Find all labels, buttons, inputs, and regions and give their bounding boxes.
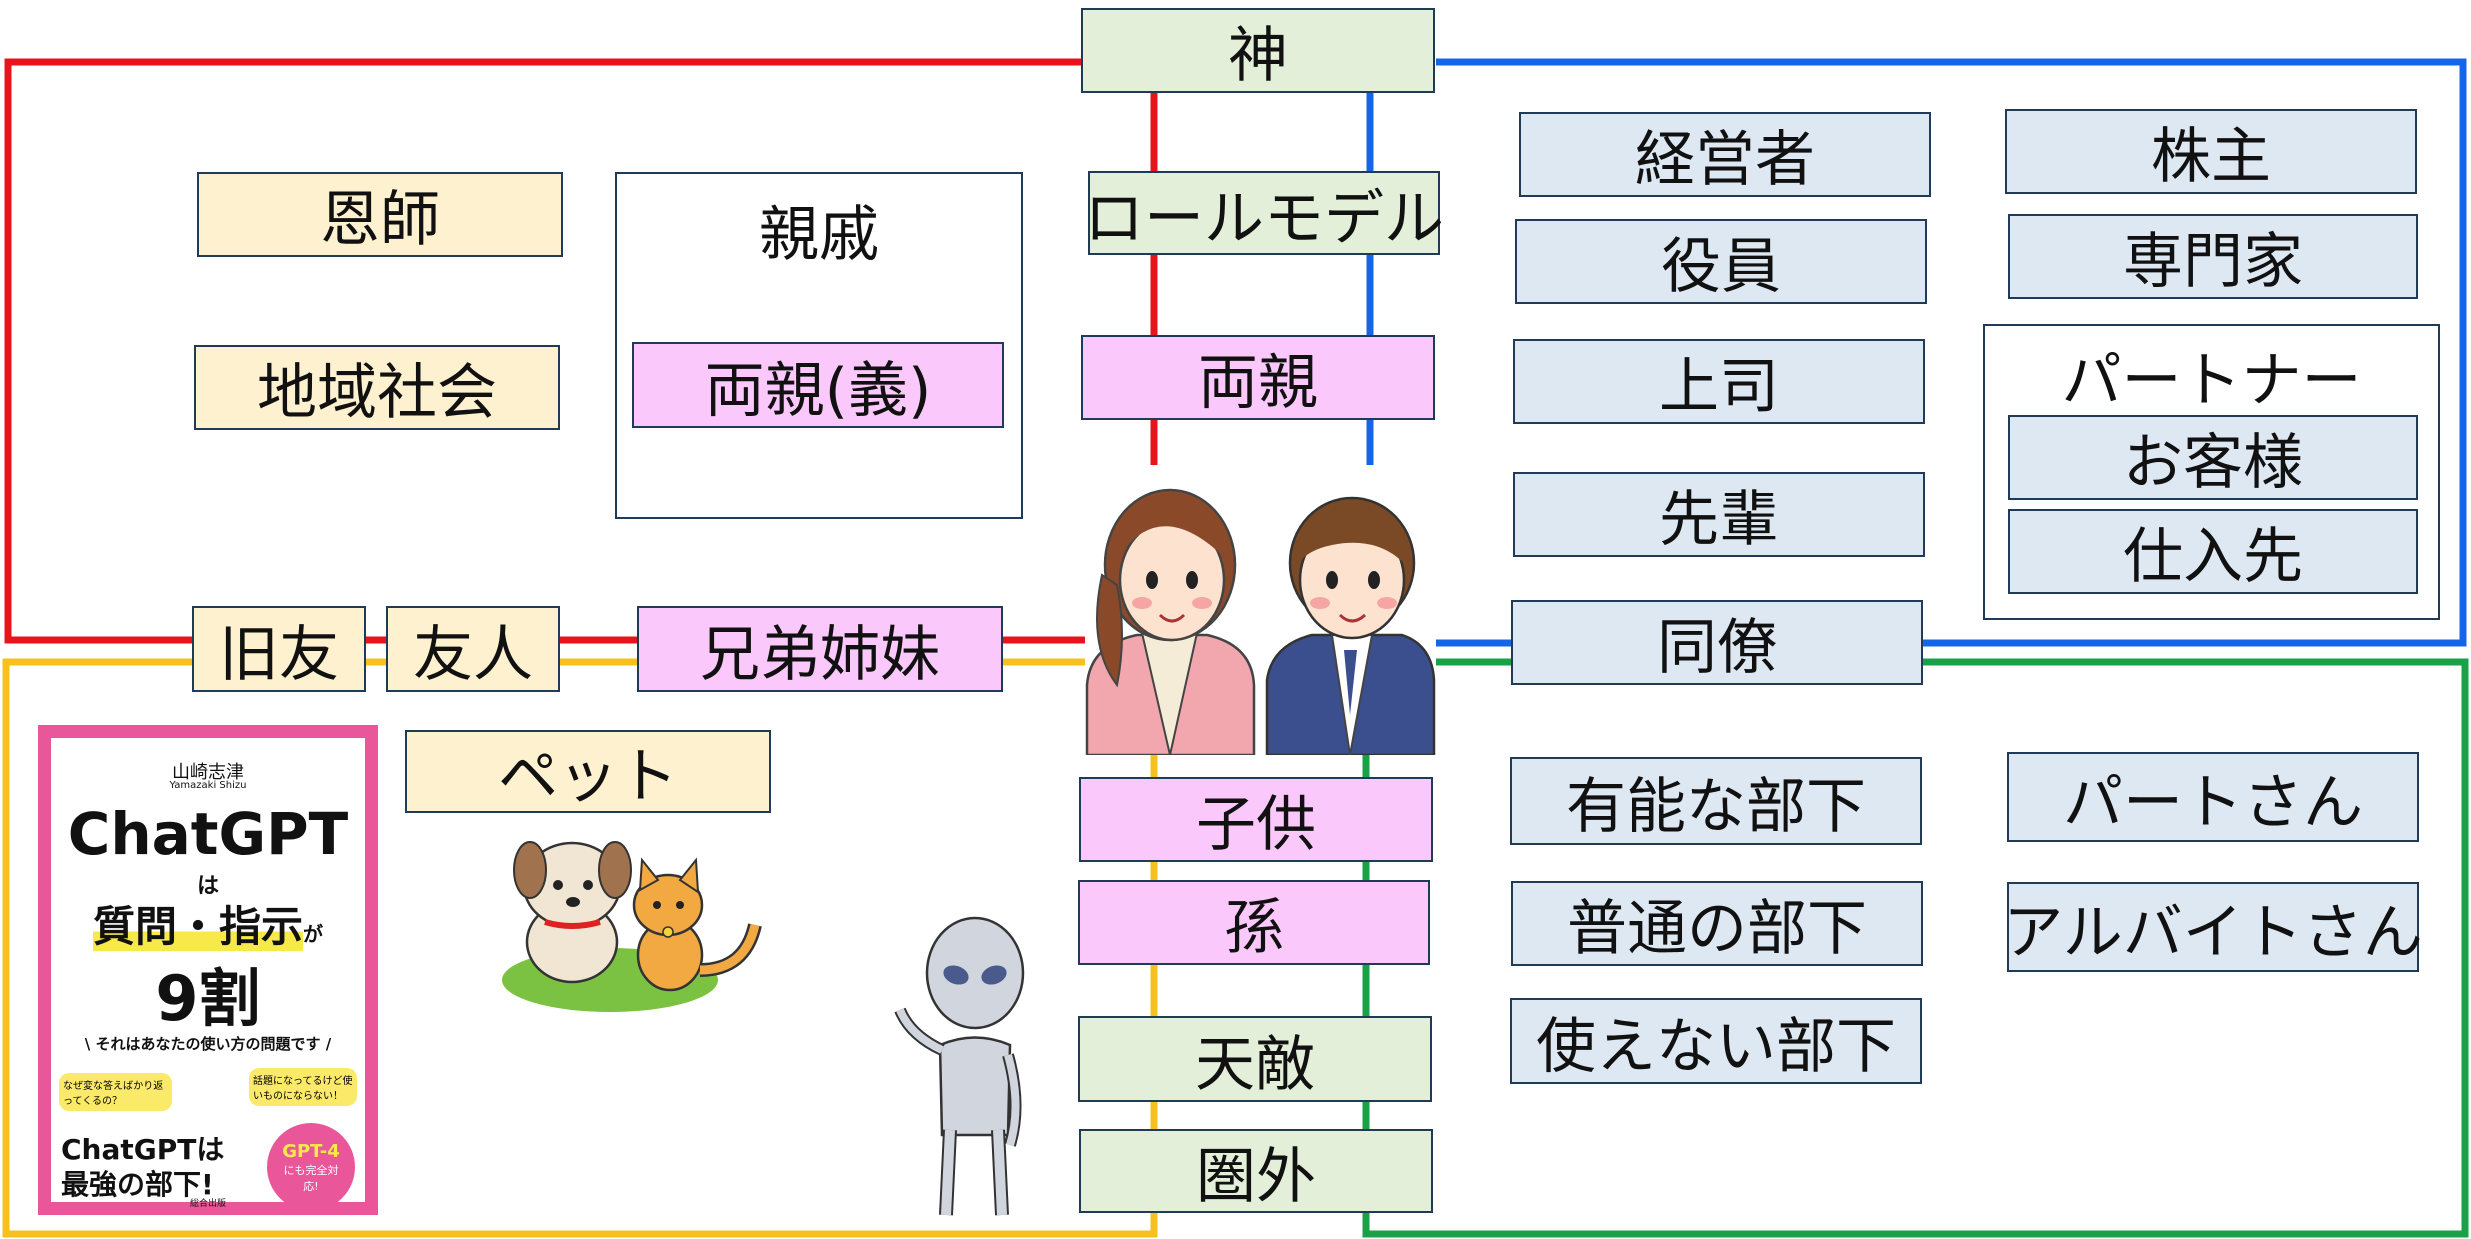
- node-capable-subordinate: 有能な部下: [1510, 757, 1922, 845]
- node-parents-label: 両親: [1198, 348, 1318, 418]
- node-grandchildren: 孫: [1078, 880, 1430, 965]
- book-cover-inner: 山崎志津 Yamazaki Shizu ChatGPT は 質問・指示が 9割 …: [51, 738, 365, 1211]
- node-normal-subordinate-label: 普通の部下: [1567, 894, 1867, 964]
- node-nemesis-label: 天敵: [1195, 1029, 1315, 1100]
- book-author: 山崎志津: [172, 762, 244, 783]
- node-god-label: 神: [1228, 21, 1288, 91]
- node-senior: 先輩: [1513, 472, 1925, 557]
- node-boss: 上司: [1513, 339, 1925, 424]
- node-supplier-label: 仕入先: [2123, 522, 2303, 592]
- node-siblings: 兄弟姉妹: [637, 606, 1003, 692]
- node-supplier: 仕入先: [2008, 509, 2418, 594]
- node-role-model-label: ロールモデル: [1084, 183, 1444, 254]
- node-customer-label: お客様: [2123, 428, 2303, 498]
- pets-illustration: [502, 841, 762, 1012]
- node-normal-subordinate: 普通の部下: [1511, 881, 1923, 966]
- book-title-line3: 9割: [155, 962, 261, 1035]
- node-out-of-range-label: 圏外: [1196, 1141, 1316, 1212]
- dog-figure: [513, 841, 632, 984]
- book-title-shitsumon: 質問・指示: [92, 902, 303, 951]
- node-boss-label: 上司: [1659, 352, 1779, 422]
- node-colleague-label: 同僚: [1657, 613, 1777, 683]
- book-bubble-left: なぜ変な答えばかり返ってくるの？: [59, 1073, 172, 1111]
- node-expert-label: 専門家: [2123, 227, 2303, 297]
- node-in-laws: 両親(義): [632, 342, 1004, 428]
- node-useless-subordinate-label: 使えない部下: [1536, 1011, 1896, 1082]
- node-nemesis: 天敵: [1078, 1016, 1432, 1102]
- book-tagline: \ それはあなたの使い方の問題です /: [84, 1035, 332, 1053]
- node-children: 子供: [1079, 777, 1433, 862]
- node-manager-label: 経営者: [1635, 125, 1815, 195]
- node-executive: 役員: [1515, 219, 1927, 304]
- node-children-label: 子供: [1196, 790, 1316, 860]
- node-arbeit: アルバイトさん: [2003, 882, 2423, 972]
- node-useless-subordinate: 使えない部下: [1510, 998, 1922, 1084]
- book-badge-line1: GPT-4: [282, 1140, 340, 1162]
- book-title-line1: ChatGPT: [67, 800, 349, 868]
- node-community-label: 地域社会: [257, 358, 497, 428]
- book-title-ga: が: [303, 922, 323, 946]
- book-title-ha: は: [196, 874, 219, 899]
- book-title-line2: 質問・指示が: [51, 893, 365, 954]
- node-shareholder: 株主: [2005, 109, 2417, 194]
- couple-illustration: [1085, 488, 1436, 755]
- node-out-of-range: 圏外: [1079, 1129, 1433, 1213]
- node-pet: ペット: [405, 730, 771, 813]
- node-manager: 経営者: [1519, 112, 1931, 197]
- node-senior-label: 先輩: [1659, 485, 1779, 555]
- node-shareholder-label: 株主: [2151, 122, 2271, 192]
- node-siblings-label: 兄弟姉妹: [700, 619, 940, 690]
- node-old-friend-label: 旧友: [219, 619, 339, 690]
- book-badge-line2: にも完全対応!: [283, 1163, 339, 1193]
- node-grandchildren-label: 孫: [1224, 893, 1284, 963]
- book-bottom-line1: ChatGPTは: [61, 1133, 225, 1166]
- man-figure: [1265, 496, 1436, 755]
- node-capable-subordinate-label: 有能な部下: [1566, 771, 1866, 842]
- book-author-en: Yamazaki Shizu: [169, 780, 247, 791]
- node-old-friend: 旧友: [192, 606, 366, 692]
- node-colleague: 同僚: [1511, 600, 1923, 685]
- book-badge: GPT-4 にも完全対応!: [267, 1123, 355, 1211]
- node-friend: 友人: [386, 606, 560, 692]
- node-expert: 専門家: [2008, 214, 2418, 299]
- node-friend-label: 友人: [413, 619, 533, 690]
- partner-title: パートナー: [2061, 346, 2362, 416]
- book-bubble-right: 話題になってるけど使いものにならない！: [249, 1068, 357, 1106]
- book-bottom-line2: 最強の部下!: [61, 1168, 214, 1201]
- alien-illustration: [894, 916, 1025, 1216]
- node-mentor-label: 恩師: [320, 185, 440, 255]
- cat-figure: [632, 857, 762, 992]
- node-in-laws-label: 両親(義): [704, 355, 932, 426]
- node-part-timer-label: パートさん: [2063, 767, 2363, 838]
- relatives-title: 親戚: [759, 200, 879, 270]
- node-customer: お客様: [2008, 415, 2418, 500]
- node-executive-label: 役員: [1661, 232, 1781, 302]
- book-publisher: 総合出版: [189, 1199, 226, 1209]
- node-god: 神: [1081, 8, 1435, 93]
- node-parents: 両親: [1081, 335, 1435, 420]
- node-mentor: 恩師: [197, 172, 563, 257]
- book-cover: 山崎志津 Yamazaki Shizu ChatGPT は 質問・指示が 9割 …: [38, 725, 378, 1215]
- woman-figure: [1085, 488, 1256, 755]
- node-arbeit-label: アルバイトさん: [2003, 897, 2423, 968]
- node-pet-label: ペット: [498, 742, 678, 812]
- blue-boundary-line: [1436, 58, 2467, 647]
- node-community: 地域社会: [194, 345, 560, 430]
- node-role-model: ロールモデル: [1084, 171, 1444, 255]
- node-part-timer: パートさん: [2007, 752, 2419, 842]
